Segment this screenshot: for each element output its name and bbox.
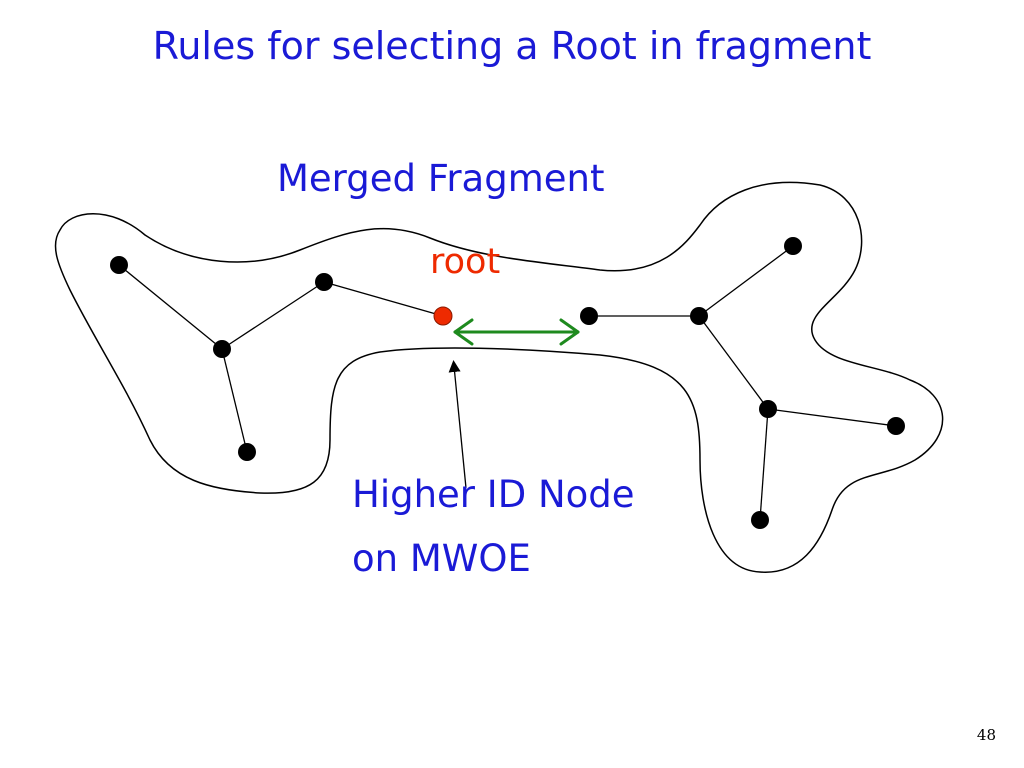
edge [767,408,897,427]
slide-title: Rules for selecting a Root in fragment [152,24,872,68]
page-number: 48 [976,726,996,744]
edge [323,281,444,317]
note-line-1: Higher ID Node [352,473,635,516]
edge [698,245,794,317]
node [580,307,598,325]
mwoe-edge [453,318,580,346]
tree-edges [118,245,897,521]
fragment-outline [54,181,944,573]
edge [698,315,769,410]
pointer-arrow [448,360,467,489]
edge [759,408,769,521]
tree-nodes [110,237,905,529]
edge [118,264,223,350]
node [759,400,777,418]
root-label: root [430,242,501,282]
node [784,237,802,255]
edge [221,281,325,350]
node [213,340,231,358]
node [751,511,769,529]
node [887,417,905,435]
edge [221,348,248,453]
node [238,443,256,461]
root-node [433,306,453,326]
node [315,273,333,291]
node [110,256,128,274]
fragment-label: Merged Fragment [277,157,605,200]
node [690,307,708,325]
note-line-2: on MWOE [352,537,531,580]
